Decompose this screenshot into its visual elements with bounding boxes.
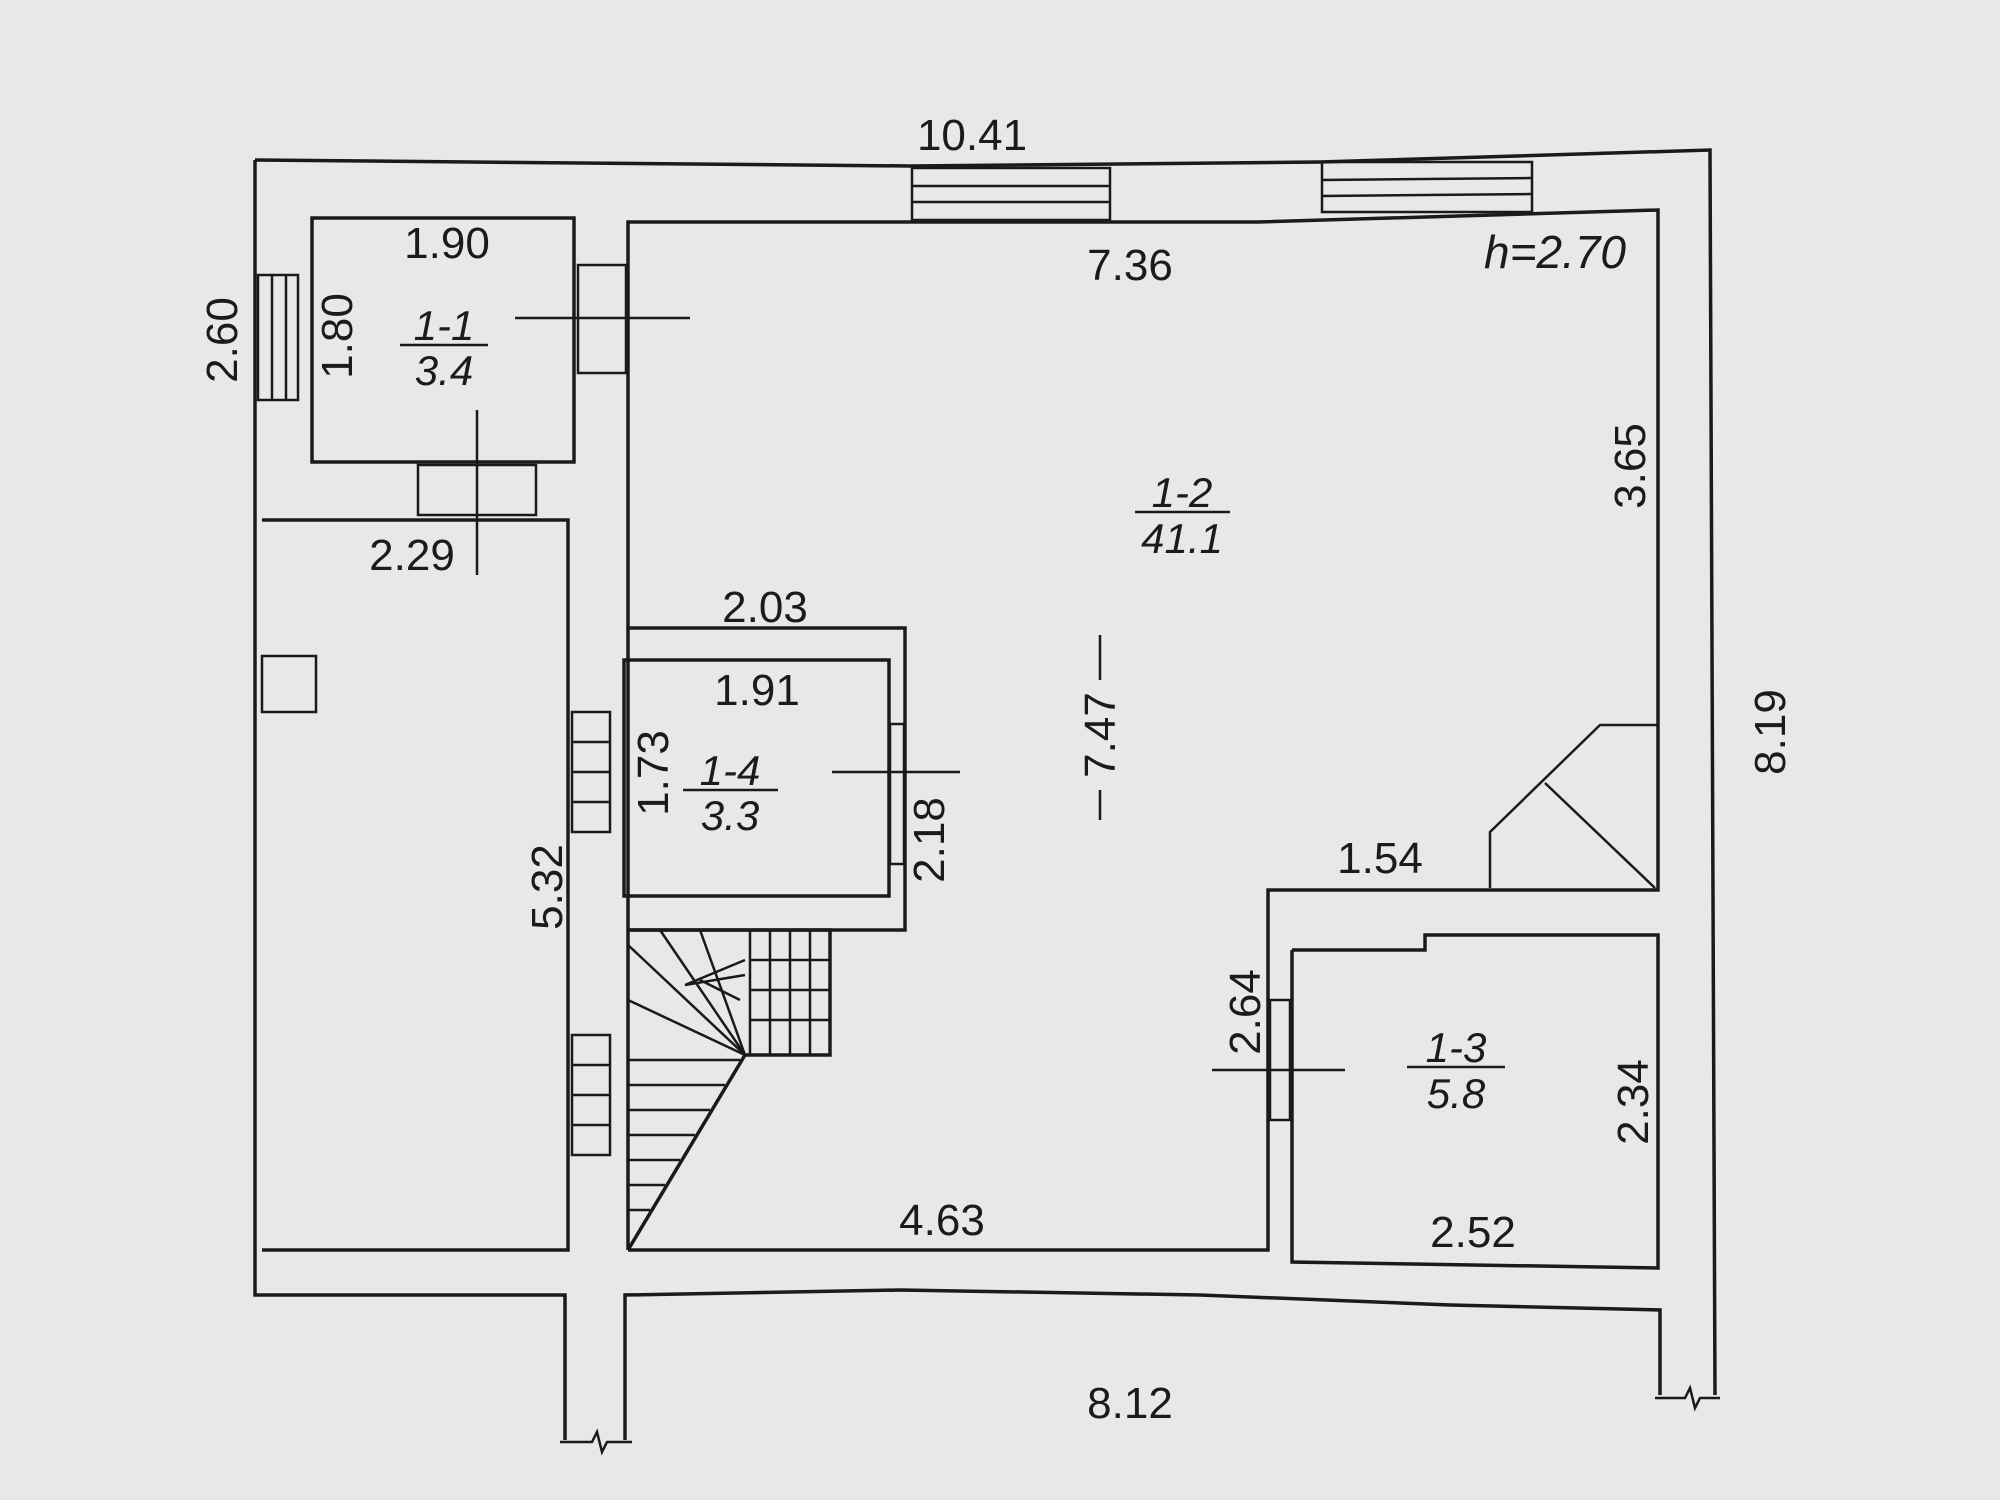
dim-room-1-3-bottom: 2.52 bbox=[1430, 1208, 1516, 1257]
room-1-3-id: 1-3 bbox=[1426, 1024, 1487, 1071]
outer-wall-bottom bbox=[623, 1288, 1662, 1440]
dim-room-1-1-outer: 2.60 bbox=[198, 297, 247, 383]
dim-room-1-4-height: 1.73 bbox=[629, 730, 678, 816]
dim-room-1-3-right: 2.34 bbox=[1609, 1059, 1658, 1145]
stair-winder bbox=[627, 998, 746, 1057]
dim-main-depth: 7.47 bbox=[1076, 692, 1125, 778]
main-hall-top-wall bbox=[626, 208, 1660, 1252]
dim-bottom-outer: 8.12 bbox=[1087, 1379, 1173, 1428]
outer-wall-top-left bbox=[254, 148, 1717, 1396]
room-1-2-id: 1-2 bbox=[1152, 469, 1213, 516]
section-lines bbox=[400, 316, 1505, 1072]
window-top-2-line bbox=[1321, 192, 1533, 198]
outer-walls bbox=[253, 148, 1720, 1456]
dim-right-outer: 8.19 bbox=[1746, 689, 1795, 775]
room-1-1-area: 3.4 bbox=[415, 347, 473, 394]
window-top-1 bbox=[910, 166, 1112, 222]
left-hall-wall bbox=[262, 518, 570, 1252]
stair-winder bbox=[627, 944, 746, 1056]
room-1-1-wall bbox=[310, 216, 576, 464]
corner-shaft-diagonal bbox=[1544, 782, 1656, 889]
break-mark-left bbox=[560, 1428, 632, 1456]
stair-arrow bbox=[684, 958, 746, 1002]
dim-room-1-4-outer: 2.18 bbox=[905, 797, 954, 883]
dim-room-1-1-width: 1.90 bbox=[404, 219, 490, 268]
stair-winder bbox=[658, 929, 747, 1056]
window-left-1-1 bbox=[256, 273, 300, 402]
left-hall-niche bbox=[260, 654, 318, 714]
windows bbox=[256, 160, 1534, 1157]
dimensions: 10.41 7.36 1.90 2.29 2.03 1.91 4.63 1.54… bbox=[198, 111, 1795, 1428]
dim-notch-width: 2.03 bbox=[722, 583, 808, 632]
dim-top-inner: 7.36 bbox=[1087, 241, 1173, 290]
dim-room-1-3-top: 1.54 bbox=[1337, 834, 1423, 883]
window-top-2-line bbox=[1321, 176, 1533, 182]
corner-shaft bbox=[1488, 723, 1658, 888]
room-1-1-id: 1-1 bbox=[414, 302, 475, 349]
break-mark-right bbox=[1655, 1384, 1720, 1412]
dim-room-1-1-height: 1.80 bbox=[313, 293, 362, 379]
dim-vestibule-width: 2.29 bbox=[369, 531, 455, 580]
dim-bottom-inner: 4.63 bbox=[899, 1196, 985, 1245]
room-1-3-area: 5.8 bbox=[1427, 1070, 1486, 1117]
room-1-3-wall bbox=[1290, 933, 1660, 1270]
dim-room-1-3-left: 2.64 bbox=[1221, 969, 1270, 1055]
staircase bbox=[626, 928, 832, 1251]
outer-wall-left bbox=[253, 160, 567, 1440]
window-top-2 bbox=[1320, 160, 1534, 214]
dim-room-1-4-width: 1.91 bbox=[714, 666, 800, 715]
room-1-2-area: 41.1 bbox=[1141, 515, 1223, 562]
door-1-4 bbox=[888, 722, 906, 866]
room-labels: 1-1 3.4 1-2 41.1 1-3 5.8 1-4 3.3 h=2.70 bbox=[414, 226, 1627, 1117]
room-1-4-area: 3.3 bbox=[701, 792, 759, 839]
ceiling-height: h=2.70 bbox=[1484, 226, 1626, 278]
door-1-3 bbox=[1268, 998, 1292, 1122]
room-1-4-id: 1-4 bbox=[700, 747, 761, 794]
dim-right-inner-upper: 3.65 bbox=[1606, 423, 1655, 509]
stair-outline bbox=[626, 928, 832, 1251]
dim-top-outer: 10.41 bbox=[917, 111, 1027, 160]
dim-left-hall: 5.32 bbox=[523, 844, 572, 930]
